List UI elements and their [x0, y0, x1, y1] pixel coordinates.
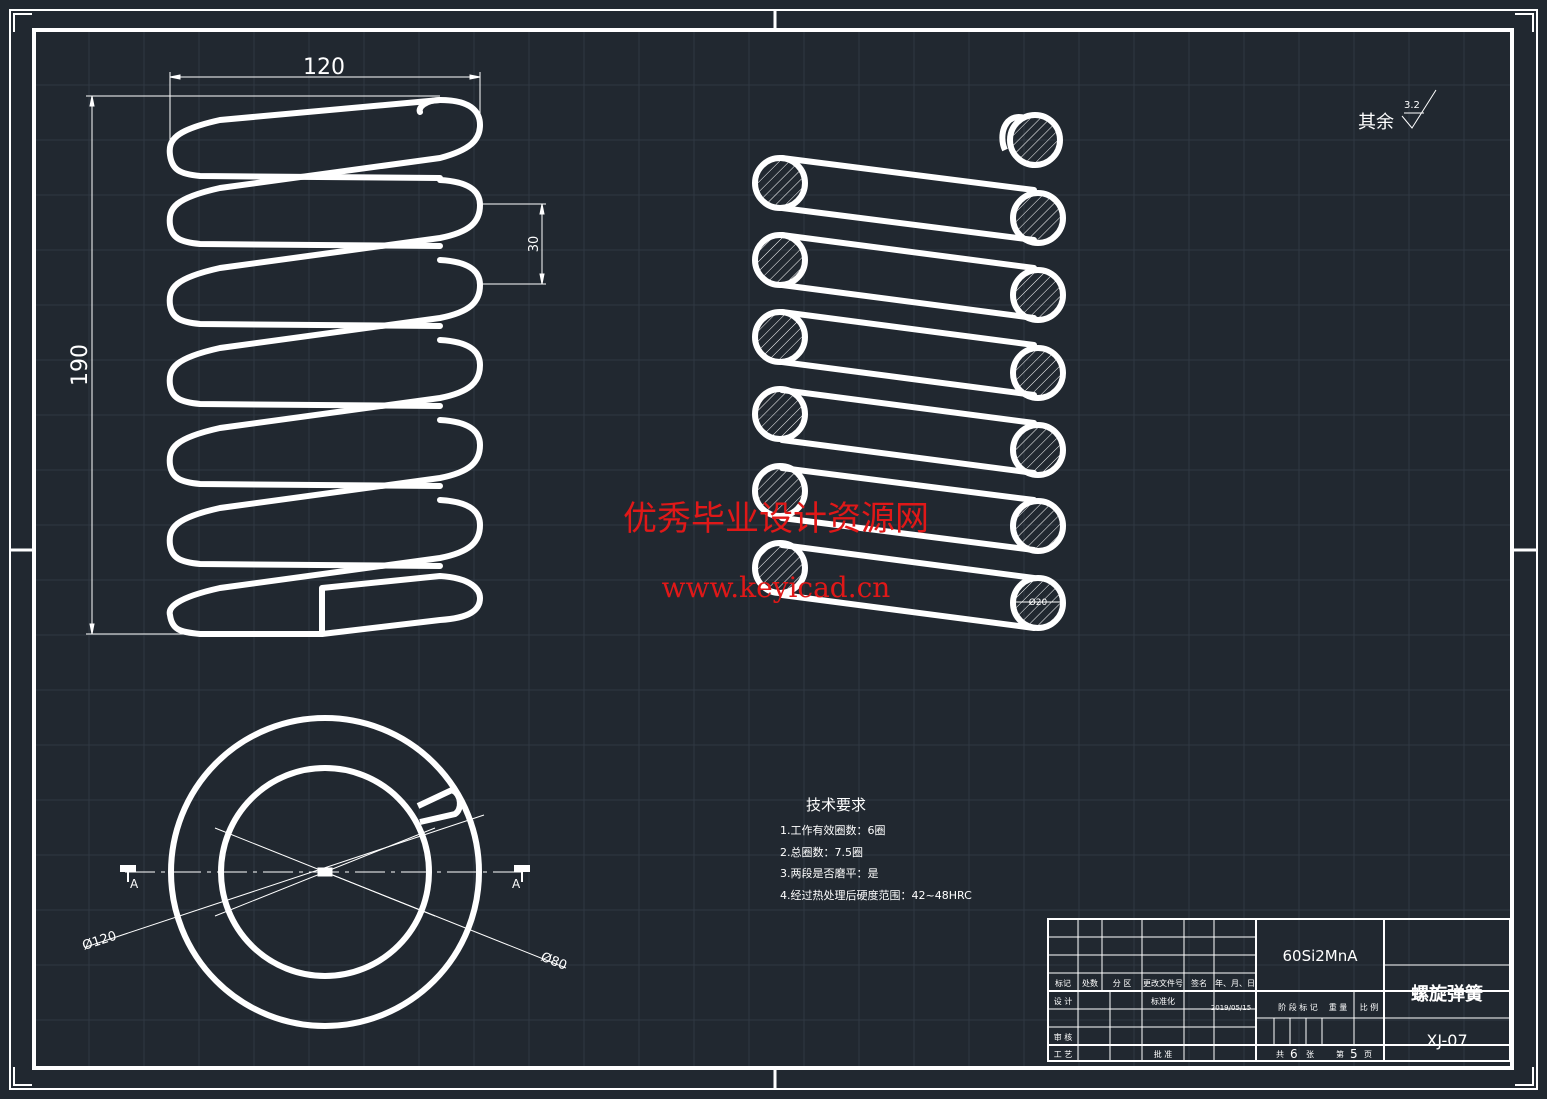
scale-header: 比 例	[1360, 1002, 1379, 1012]
roughness-label: 其余	[1358, 112, 1394, 133]
stage-header: 阶 段 标 记	[1278, 1002, 1318, 1012]
material-label: 60Si2MnA	[1282, 947, 1358, 965]
dimension-lines	[86, 72, 546, 635]
tech-requirement-item: 3.两段是否磨平：是	[780, 866, 879, 880]
weight-header: 重 量	[1329, 1002, 1348, 1012]
approve-label: 批 准	[1154, 1049, 1173, 1059]
tb-header: 年、月、日	[1215, 978, 1255, 988]
sheet-border	[9, 9, 1538, 1090]
sheet-label: 第	[1336, 1049, 1344, 1059]
tech-requirement-item: 1.工作有效圈数：6圈	[780, 823, 886, 837]
wire-sections	[752, 112, 1066, 631]
tech-requirement-item: 4.经过热处理后硬度范围：42~48HRC	[780, 888, 972, 902]
section-mark-right: A	[512, 877, 521, 891]
watermark-url: www.keyicad.cn	[662, 571, 891, 604]
date-label: 2019/05/15	[1211, 1004, 1251, 1012]
wire-cross-section	[752, 463, 808, 519]
tb-header: 分 区	[1113, 979, 1132, 988]
wire-dia-label: Ø20	[1029, 597, 1048, 608]
wire-cross-section	[1010, 267, 1066, 323]
wire-cross-section	[752, 540, 808, 596]
total-sheets: 6	[1290, 1047, 1298, 1061]
roughness-symbol	[1401, 89, 1437, 129]
tb-header: 签名	[1191, 978, 1207, 988]
section-mark-left: A	[130, 877, 139, 891]
sheet-number: 5	[1350, 1047, 1358, 1061]
width-dimension-label: 120	[303, 55, 345, 80]
roughness-value: 3.2	[1404, 100, 1420, 111]
corner-marks	[13, 13, 1534, 1086]
wire-cross-section	[1010, 422, 1066, 478]
part-name: 螺旋弹簧	[1411, 983, 1483, 1005]
watermark-title: 优秀毕业设计资源网	[623, 499, 929, 539]
background-grid	[33, 29, 1512, 1068]
std-label: 标准化	[1151, 996, 1175, 1006]
page-word: 页	[1364, 1050, 1372, 1059]
tb-header: 更改文件号	[1143, 978, 1183, 988]
spring-front-view	[166, 97, 483, 637]
wire-cross-section	[752, 155, 808, 211]
drawing-number: XJ-07	[1426, 1031, 1467, 1050]
height-dimension-label: 190	[68, 344, 93, 386]
tb-header: 处数	[1082, 978, 1098, 988]
tech-requirement-item: 2.总圈数：7.5圈	[780, 845, 863, 859]
process-label: 工 艺	[1054, 1050, 1073, 1059]
wire-cross-section	[1010, 345, 1066, 401]
wire-cross-section	[752, 386, 808, 442]
wire-cross-section	[1010, 190, 1066, 246]
top-view-centerlines	[85, 814, 567, 969]
title-block	[1047, 918, 1511, 1062]
pitch-dimension-label: 30	[527, 236, 542, 253]
wire-cross-section	[752, 309, 808, 365]
wire-cross-section	[752, 232, 808, 288]
section-markers	[120, 865, 530, 882]
wire-cross-section	[1010, 575, 1066, 631]
sheet-word: 张	[1306, 1050, 1314, 1059]
design-label: 设 计	[1054, 996, 1073, 1006]
wire-end	[999, 114, 1026, 152]
total-label: 共	[1276, 1050, 1284, 1059]
wire-cross-section	[1010, 498, 1066, 554]
tb-header: 标记	[1055, 978, 1071, 988]
wire-cross-section	[1007, 112, 1063, 168]
review-label: 审 核	[1054, 1032, 1073, 1042]
tech-requirements-title: 技术要求	[806, 796, 866, 814]
spring-section-view	[779, 155, 1037, 631]
